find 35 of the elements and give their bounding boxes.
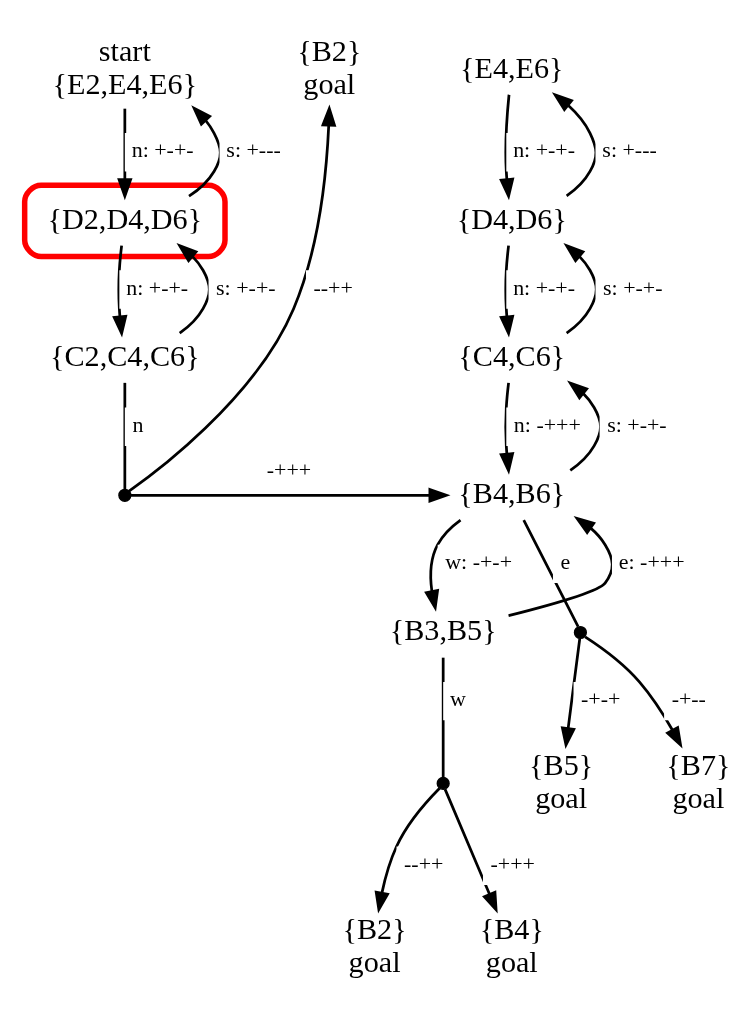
node-text: {B3,B5} — [389, 612, 497, 647]
edge-label: s: +--- — [226, 136, 281, 162]
node-text: {B2} goal — [297, 33, 362, 101]
node-text: {C2,C4,C6} — [49, 338, 200, 373]
node-text: {B5} goal — [529, 747, 594, 815]
edge-label: n: -+++ — [513, 411, 581, 437]
edge-label: w: -+-+ — [445, 548, 513, 574]
edge-label: n — [132, 411, 144, 437]
edge-label: -+-- — [671, 685, 706, 711]
edge-label: s: +-+- — [216, 274, 276, 300]
edge-label: --++ — [313, 274, 353, 300]
node-text: {B4} goal — [479, 911, 544, 979]
edge-label: n: +-+- — [513, 274, 576, 300]
edge-label: n: +-+- — [126, 274, 189, 300]
edge-label: e: -+++ — [618, 548, 685, 574]
node-text: {D2,D4,D6} — [47, 201, 203, 236]
edge-label: -+++ — [490, 850, 535, 876]
edge-label: s: +-+- — [603, 274, 663, 300]
edge-label: s: +--- — [602, 136, 657, 162]
edge-label: w — [450, 685, 466, 711]
edge-label: e — [560, 548, 571, 574]
edge-label: n: +-+- — [513, 136, 576, 162]
node-label: start — [98, 33, 151, 68]
node-text: {C4,C6} — [458, 338, 566, 373]
edge-label: s: +-+- — [607, 411, 667, 437]
edge-label: -+++ — [266, 456, 312, 482]
edge-label: --++ — [404, 850, 444, 876]
node-text: {B7} goal — [666, 747, 731, 815]
node-text: {E4,E6} — [460, 50, 564, 85]
node-text: {B4,B6} — [458, 475, 566, 510]
edge-label: -+-+ — [581, 685, 621, 711]
edge-label: n: +-+- — [131, 136, 194, 162]
node-text: {D4,D6} — [456, 201, 567, 236]
node-text: {B2} goal — [342, 911, 407, 979]
node-text: {E2,E4,E6} — [52, 66, 198, 101]
